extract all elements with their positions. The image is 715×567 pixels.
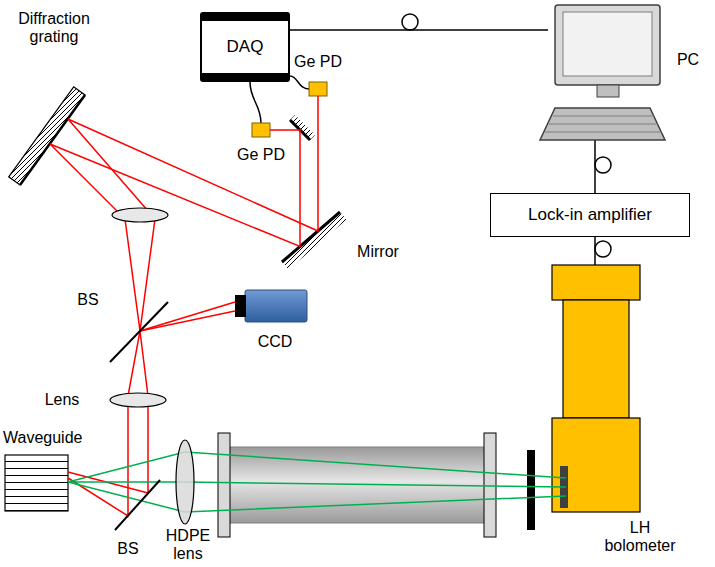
cable-loop	[402, 14, 418, 30]
label-holder: Ge PD	[294, 53, 342, 71]
label-holder: BS	[77, 291, 98, 309]
label-holder: BS	[117, 540, 138, 558]
ray	[68, 96, 318, 396]
camera-lens	[235, 295, 246, 317]
label-holder: PC	[677, 51, 699, 69]
bolometer-base	[552, 418, 640, 512]
component-label: BS	[77, 291, 98, 308]
ray	[68, 482, 566, 487]
component-label: Diffraction grating	[18, 10, 90, 45]
photodiode	[309, 82, 327, 96]
beam-splitter	[110, 302, 168, 362]
label-holder: Mirror	[357, 243, 399, 261]
tube-flange	[218, 433, 230, 537]
cable	[290, 29, 548, 31]
cable-loop	[595, 157, 611, 173]
thz-rays	[68, 452, 566, 512]
box-label: DAQ	[227, 37, 264, 57]
cable	[290, 76, 309, 89]
component-label: Mirror	[357, 243, 399, 260]
lens	[110, 393, 166, 407]
cable-loop	[595, 241, 611, 257]
grating-face	[20, 95, 85, 185]
lock-in-box: Lock-in amplifier	[490, 193, 690, 237]
pc-screen	[563, 12, 652, 76]
component-label: Lens	[45, 391, 80, 408]
ray	[68, 452, 566, 482]
keyboard-rows	[545, 116, 662, 132]
label-holder: LH bolometer	[595, 519, 685, 554]
ray	[68, 482, 566, 512]
ray	[50, 130, 300, 396]
pc-monitor	[555, 5, 660, 85]
bolometer-cap	[552, 265, 640, 300]
component-label: LH bolometer	[604, 519, 675, 554]
photodiode	[252, 123, 270, 137]
bolometer-body	[563, 300, 629, 418]
tube-flange	[484, 433, 496, 537]
component-label: Waveguide	[3, 429, 82, 446]
diffraction-grating	[9, 87, 85, 185]
ray	[68, 404, 128, 516]
lens	[112, 208, 168, 222]
label-holder: HDPE lens	[158, 527, 218, 562]
ray	[140, 311, 235, 331]
waveguide	[5, 455, 68, 511]
label-holder: CCD	[258, 333, 293, 351]
label-holder: Waveguide	[3, 429, 82, 447]
component-label: Ge PD	[237, 146, 285, 163]
component-label: HDPE lens	[166, 527, 210, 562]
daq-box: DAQ	[200, 12, 290, 82]
component-label: CCD	[258, 333, 293, 350]
ccd-camera	[245, 290, 307, 322]
pc-keyboard	[540, 108, 665, 140]
box-label: Lock-in amplifier	[528, 205, 652, 225]
pc-stand	[597, 85, 619, 97]
mirror-backing	[282, 212, 347, 270]
cable	[250, 82, 261, 123]
label-holder: Diffraction grating	[4, 10, 104, 45]
hdpe-lens	[176, 440, 194, 524]
component-label: PC	[677, 51, 699, 68]
label-holder: Ge PD	[237, 146, 285, 164]
beam-splitter	[115, 480, 160, 530]
filter	[527, 450, 535, 530]
mirror-backing	[290, 115, 315, 140]
component-label: Ge PD	[294, 53, 342, 70]
component-label: BS	[117, 540, 138, 557]
label-holder: Lens	[45, 391, 80, 409]
